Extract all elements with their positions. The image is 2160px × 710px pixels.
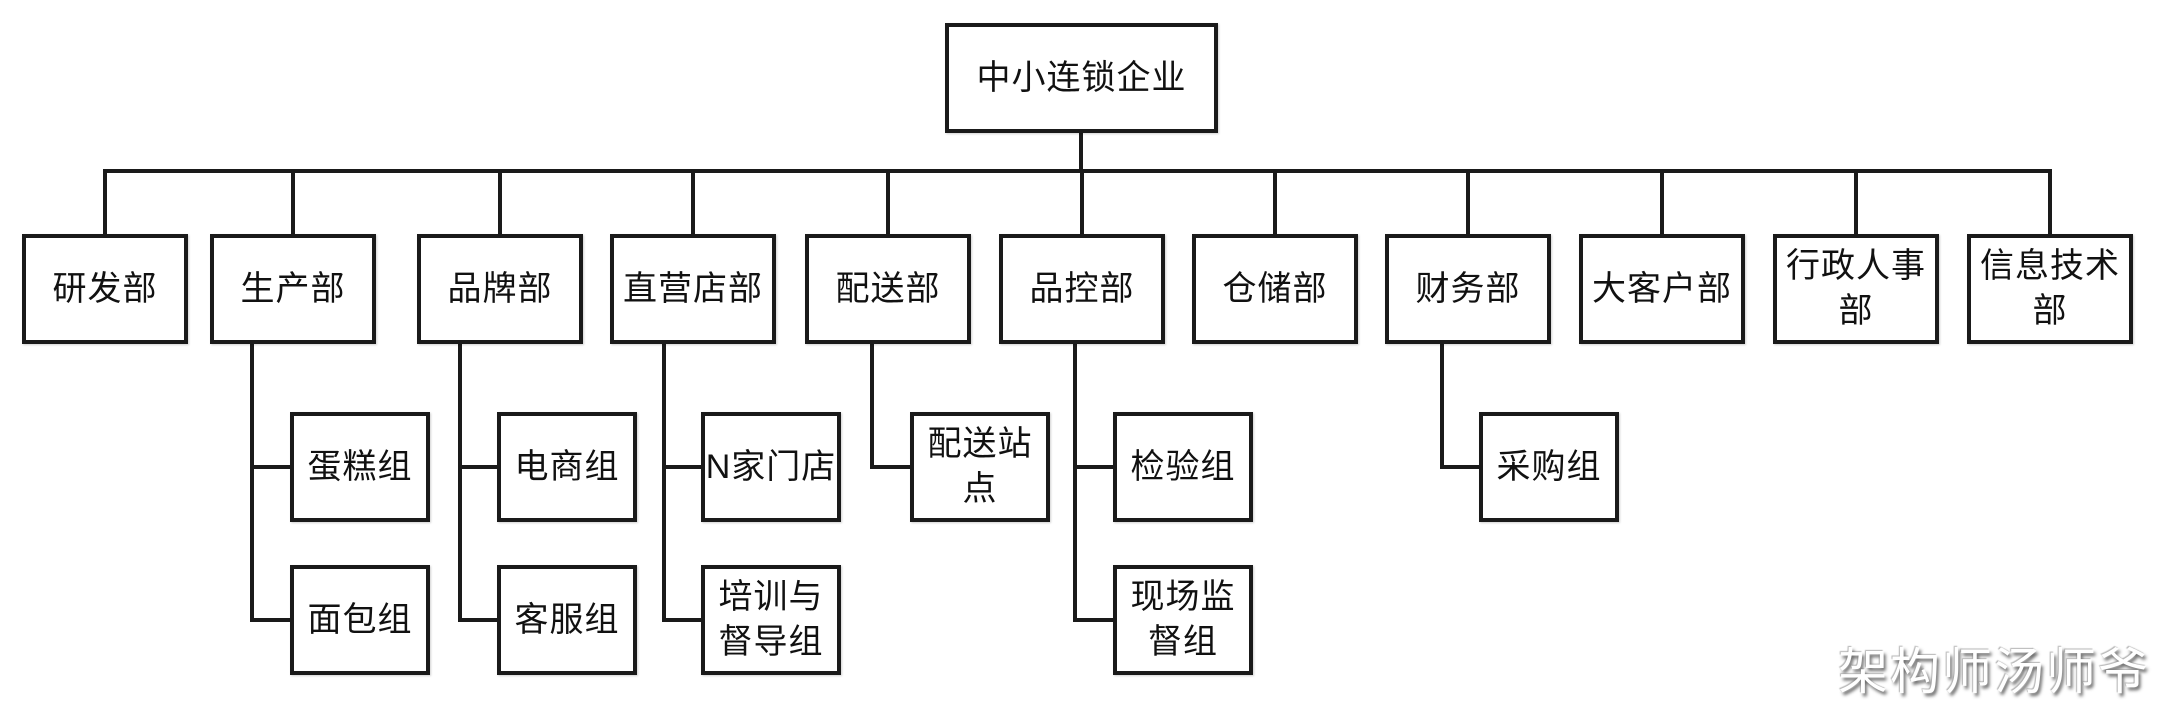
connector-drop-quality-control xyxy=(1080,171,1084,234)
connector-bus xyxy=(103,169,2052,173)
connector-root-drop xyxy=(1079,133,1083,173)
node-dept-delivery: 配送部 xyxy=(805,234,971,344)
connector-spine-production xyxy=(250,344,254,622)
node-dept-brand: 品牌部 xyxy=(417,234,583,344)
node-dept-it: 信息技术部 xyxy=(1967,234,2133,344)
node-dept-direct-stores: 直营店部 xyxy=(610,234,776,344)
connector-spine-delivery xyxy=(870,344,874,469)
node-dept-warehouse: 仓储部 xyxy=(1192,234,1358,344)
connector-drop-key-accounts xyxy=(1660,171,1664,234)
node-team-onsite-supervision: 现场监督组 xyxy=(1113,565,1253,675)
node-dept-rnd: 研发部 xyxy=(22,234,188,344)
node-dept-production: 生产部 xyxy=(210,234,376,344)
connector-stub-n-stores xyxy=(662,465,701,469)
connector-drop-production xyxy=(291,171,295,234)
connector-spine-direct-stores xyxy=(662,344,666,622)
connector-drop-direct-stores xyxy=(691,171,695,234)
connector-stub-delivery-stations xyxy=(870,465,910,469)
node-team-cake: 蛋糕组 xyxy=(290,412,430,522)
connector-drop-warehouse xyxy=(1273,171,1277,234)
connector-drop-finance xyxy=(1466,171,1470,234)
watermark: 架构师汤师爷 xyxy=(1838,644,2150,700)
node-team-ecommerce: 电商组 xyxy=(497,412,637,522)
connector-drop-brand xyxy=(498,171,502,234)
node-dept-finance: 财务部 xyxy=(1385,234,1551,344)
node-team-delivery-stations: 配送站点 xyxy=(910,412,1050,522)
node-team-procurement: 采购组 xyxy=(1479,412,1619,522)
connector-stub-bread xyxy=(250,618,290,622)
connector-stub-customer-service xyxy=(458,618,497,622)
connector-spine-brand xyxy=(458,344,462,622)
node-team-inspection: 检验组 xyxy=(1113,412,1253,522)
node-team-bread: 面包组 xyxy=(290,565,430,675)
node-team-n-stores: N家门店 xyxy=(701,412,841,522)
node-dept-admin-hr: 行政人事部 xyxy=(1773,234,1939,344)
connector-stub-procurement xyxy=(1440,465,1479,469)
connector-stub-inspection xyxy=(1073,465,1113,469)
connector-drop-rnd xyxy=(103,171,107,234)
node-dept-quality-control: 品控部 xyxy=(999,234,1165,344)
node-team-training-supervision: 培训与督导组 xyxy=(701,565,841,675)
node-dept-key-accounts: 大客户部 xyxy=(1579,234,1745,344)
connector-drop-admin-hr xyxy=(1854,171,1858,234)
connector-stub-cake xyxy=(250,465,290,469)
connector-stub-onsite-supervision xyxy=(1073,618,1113,622)
connector-spine-finance xyxy=(1440,344,1444,469)
connector-drop-it xyxy=(2048,171,2052,234)
node-root: 中小连锁企业 xyxy=(945,23,1218,133)
connector-drop-delivery xyxy=(886,171,890,234)
connector-stub-training-supervision xyxy=(662,618,701,622)
connector-stub-ecommerce xyxy=(458,465,497,469)
connector-spine-quality-control xyxy=(1073,344,1077,622)
node-team-customer-service: 客服组 xyxy=(497,565,637,675)
